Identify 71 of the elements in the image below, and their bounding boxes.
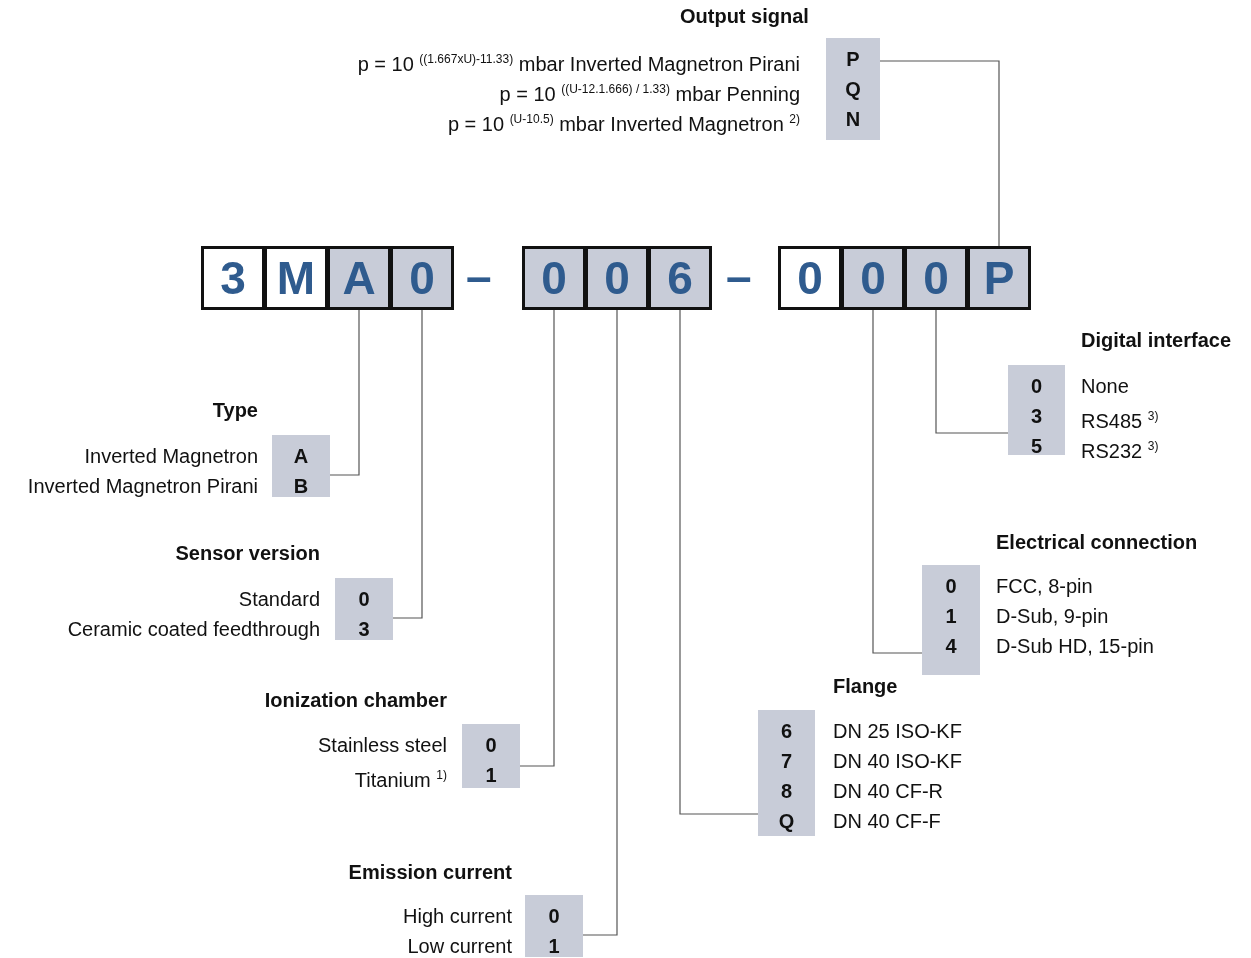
code-character-box: 6: [648, 246, 712, 310]
option-description: D-Sub, 9-pin: [996, 604, 1109, 629]
code-character-box: M: [264, 246, 328, 310]
option-code: 3: [357, 617, 371, 642]
option-code: 0: [547, 904, 561, 929]
connector-line: [879, 60, 1000, 247]
connector-line: [329, 309, 360, 476]
connector-line: [935, 309, 1009, 434]
group-heading: Digital interface: [1081, 328, 1232, 352]
separator-dash: –: [726, 249, 752, 304]
option-description: FCC, 8-pin: [996, 574, 1093, 599]
connector-line: [679, 309, 759, 815]
option-code: 3: [1029, 404, 1044, 429]
option-code: 4: [944, 634, 958, 659]
option-code: 0: [357, 587, 371, 612]
group-heading: Sensor version: [175, 541, 320, 565]
group-heading: Ionization chamber: [264, 688, 447, 712]
code-character-box: 0: [390, 246, 454, 310]
option-code: Q: [844, 77, 862, 102]
option-code: 6: [779, 719, 794, 744]
code-character-box: A: [327, 246, 391, 310]
group-heading: Emission current: [348, 860, 512, 884]
option-description: Low current: [407, 934, 512, 958]
option-code: 5: [1029, 434, 1044, 459]
code-character-box: 0: [585, 246, 649, 310]
option-description: Ceramic coated feedthrough: [67, 617, 320, 642]
code-character-box: 0: [778, 246, 842, 310]
option-description: Standard: [238, 587, 320, 612]
code-character-box: P: [967, 246, 1031, 310]
option-code: 0: [944, 574, 958, 599]
option-description: DN 40 ISO-KF: [833, 749, 962, 774]
code-character-box: 0: [841, 246, 905, 310]
separator-dash: –: [466, 249, 492, 304]
option-description: Inverted Magnetron Pirani: [27, 474, 258, 499]
option-description: Inverted Magnetron: [84, 444, 258, 469]
option-description: D-Sub HD, 15-pin: [996, 634, 1154, 659]
connector-line: [519, 309, 555, 767]
group-heading: Flange: [833, 674, 898, 698]
option-code: N: [844, 107, 862, 132]
option-description: DN 40 CF-F: [833, 809, 941, 834]
option-code: 1: [484, 763, 498, 788]
option-description: p = 10 $^{(U-10.5)}$ mbar Inverted Magnetron $^{2)}$: [447, 111, 800, 137]
connector-line: [582, 309, 618, 936]
option-description: RS232 $^{3)}$: [1081, 438, 1159, 464]
option-description: p = 10 $^{((1.667xU)-11.33)}$ mbar Inverted Magnetron Pirani: [357, 51, 800, 77]
connector-line: [392, 309, 423, 619]
option-code: P: [845, 47, 861, 72]
option-description: p = 10 $^{((U-12.1.666) / 1.33)}$ mbar Penning: [499, 81, 800, 107]
option-description: DN 25 ISO-KF: [833, 719, 962, 744]
option-description: Stainless steel: [318, 733, 447, 758]
option-code: 0: [484, 733, 498, 758]
option-description: Titanium $^{1)}$: [354, 767, 447, 793]
option-description: DN 40 CF-R: [833, 779, 943, 804]
option-code: Q: [777, 809, 796, 834]
option-code: A: [292, 444, 310, 469]
option-code: 0: [1029, 374, 1044, 399]
option-description: RS485 $^{3)}$: [1081, 408, 1159, 434]
option-description: High current: [403, 904, 512, 929]
option-code: B: [292, 474, 310, 499]
group-heading: Electrical connection: [996, 530, 1198, 554]
code-character-box: 0: [522, 246, 586, 310]
group-heading: Type: [212, 398, 258, 422]
option-description: None: [1081, 374, 1129, 399]
connector-line: [872, 309, 923, 654]
option-code: 1: [944, 604, 958, 629]
option-code: 8: [779, 779, 794, 804]
option-code: 7: [779, 749, 794, 774]
code-character-box: 3: [201, 246, 265, 310]
option-code: 1: [547, 934, 561, 958]
group-heading: Output signal: [680, 4, 809, 28]
code-character-box: 0: [904, 246, 968, 310]
